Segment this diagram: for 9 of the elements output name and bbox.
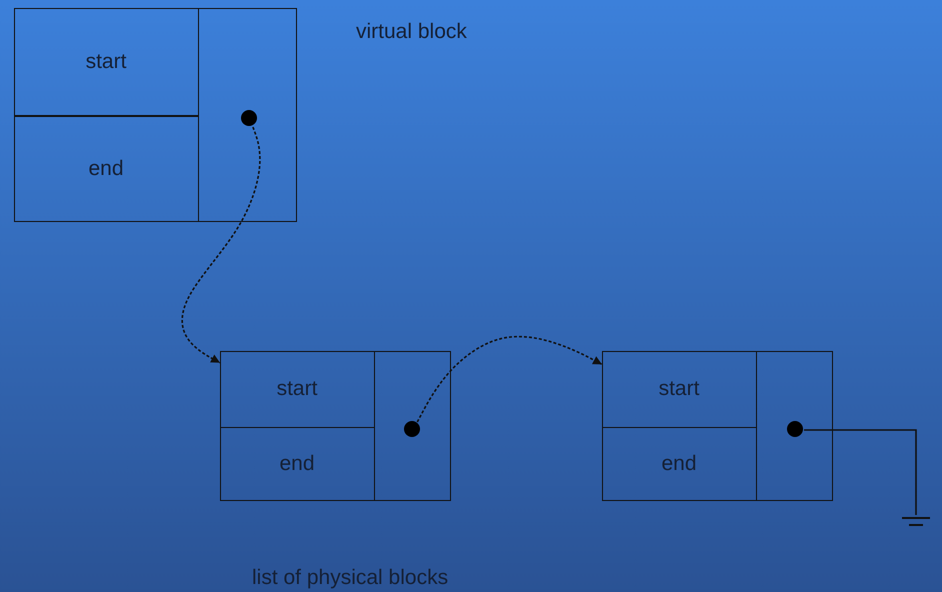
pointer-arrow	[416, 336, 602, 422]
caption-text: list of physical blocks	[252, 566, 448, 590]
connector-line	[804, 429, 917, 515]
pointer-dot	[241, 110, 257, 126]
pointer-arrow	[181, 126, 261, 364]
pointer-dot	[404, 421, 420, 437]
caption-text: virtual block	[356, 20, 467, 44]
ground-symbol	[900, 515, 932, 529]
pointer-dot	[787, 421, 803, 437]
